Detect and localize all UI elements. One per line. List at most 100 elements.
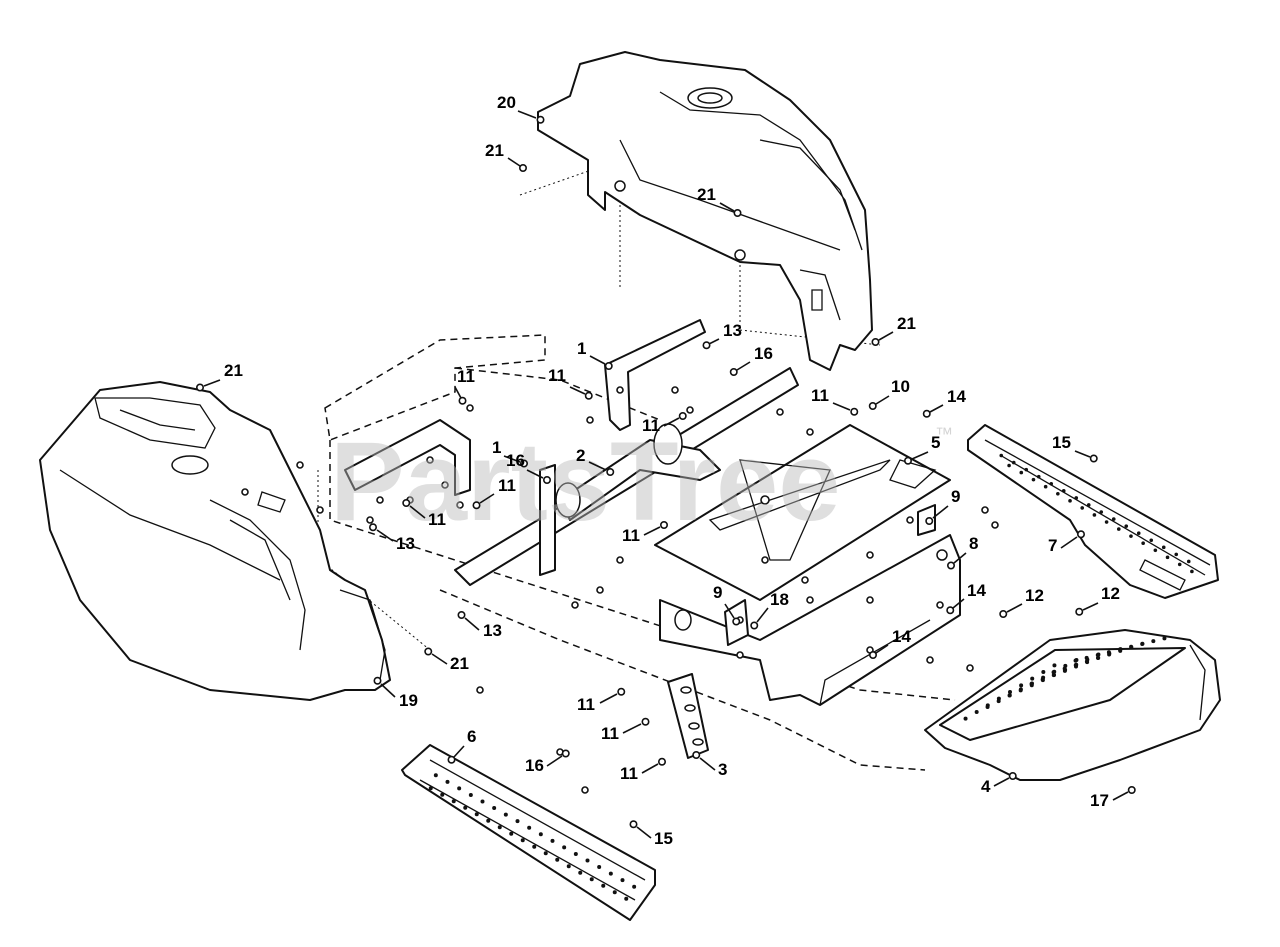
callout-number: 9 [713, 583, 722, 602]
callout-11: 11 [642, 411, 687, 435]
callout-leader [1074, 450, 1091, 458]
callout-leader [952, 598, 965, 609]
callout-number: 13 [396, 534, 415, 553]
perforation-hole [451, 799, 456, 804]
callout-leader [724, 603, 735, 619]
callout-leader [643, 526, 661, 536]
fastener-bolt [519, 459, 528, 468]
callout-leader [589, 355, 606, 365]
perforation-hole [1141, 541, 1145, 546]
callout-number: 20 [497, 93, 516, 112]
fastener-bolt [657, 757, 666, 766]
part-2-main-frame [454, 367, 799, 586]
frame-bolt [426, 456, 434, 464]
callout-number: 14 [892, 627, 911, 646]
callout-leader [569, 386, 586, 395]
callout-21: 21 [485, 141, 527, 173]
fastener-bolt [629, 820, 638, 829]
callout-number: 1 [577, 339, 586, 358]
fastener-bolt [402, 498, 411, 507]
callout-number: 1 [492, 438, 501, 457]
perforation-hole [1080, 506, 1085, 510]
frame-bolt [376, 496, 384, 504]
fastener-bolt [373, 676, 382, 685]
frame-bolt [866, 596, 874, 604]
callout-leader [832, 402, 851, 411]
fastener-bolt [868, 401, 877, 410]
callout-leader [1006, 603, 1023, 613]
frame-bolt [476, 686, 484, 694]
perforation-hole [1040, 677, 1045, 682]
callout-15: 15 [1052, 433, 1098, 463]
perforation-hole [1036, 474, 1041, 479]
frame-bolt [456, 501, 464, 509]
perforation-hole [1190, 569, 1194, 574]
fastener-bolt [999, 609, 1008, 618]
perforation-hole [503, 812, 508, 817]
callout-21: 21 [196, 361, 243, 392]
perforation-hole [1104, 520, 1109, 524]
perforation-hole [612, 890, 617, 895]
perforation-hole [555, 857, 560, 862]
callout-11: 11 [601, 717, 650, 743]
perforation-hole [1177, 562, 1182, 567]
callout-number: 13 [723, 321, 742, 340]
callout-number: 5 [931, 433, 940, 452]
callout-21: 21 [697, 185, 742, 218]
callout-leader [699, 757, 716, 771]
callout-leader [736, 361, 751, 371]
callout-leader [376, 529, 394, 542]
perforation-hole [445, 779, 450, 784]
callout-number: 16 [506, 451, 525, 470]
perforation-hole [1118, 647, 1122, 652]
callout-leader [203, 379, 221, 387]
perforation-hole [985, 705, 990, 710]
callout-9: 9 [925, 487, 960, 525]
perforation-hole [1029, 681, 1034, 686]
frame-bolt [761, 556, 769, 564]
callout-number: 21 [897, 314, 916, 333]
callout-14: 14 [868, 627, 911, 659]
perforation-hole [1056, 491, 1060, 496]
fastener-bolt [871, 337, 880, 346]
perforation-hole [1084, 659, 1089, 664]
callout-18: 18 [750, 590, 789, 630]
perforation-hole [1116, 527, 1121, 531]
perforation-hole [1129, 534, 1133, 538]
callout-number: 11 [428, 510, 446, 529]
callout-3: 3 [692, 750, 727, 779]
perforation-hole [1073, 663, 1078, 668]
perforation-hole [480, 799, 485, 804]
perforation-hole [1041, 670, 1046, 674]
callout-number: 11 [498, 476, 516, 495]
perforation-hole [1186, 559, 1191, 564]
callout-leader [756, 607, 769, 623]
callout-11: 11 [811, 386, 859, 416]
frame-bolt [596, 586, 604, 594]
callout-leader [464, 617, 480, 631]
perforation-hole [601, 883, 606, 888]
frame-bolt [466, 404, 474, 412]
callout-leader [409, 505, 426, 519]
perforation-hole [492, 806, 497, 811]
perforation-hole [1174, 552, 1179, 557]
callout-number: 3 [718, 760, 727, 779]
perforation-hole [1129, 644, 1134, 649]
fastener-bolt [922, 409, 931, 418]
part-19-dash-console [39, 381, 391, 701]
perforation-hole [589, 877, 594, 882]
perforation-hole [428, 786, 433, 791]
perforation-hole [1008, 690, 1012, 694]
callout-leader [993, 777, 1010, 787]
callout-2: 2 [576, 446, 615, 476]
frame-bolt [866, 551, 874, 559]
callout-number: 11 [577, 695, 595, 714]
perforation-hole [999, 453, 1004, 458]
callout-number: 9 [951, 487, 960, 506]
perforation-hole [543, 851, 548, 856]
callout-number: 2 [576, 446, 585, 465]
callout-leader [1060, 536, 1078, 549]
callout-16: 16 [506, 451, 551, 484]
fastener-bolt [518, 164, 527, 173]
